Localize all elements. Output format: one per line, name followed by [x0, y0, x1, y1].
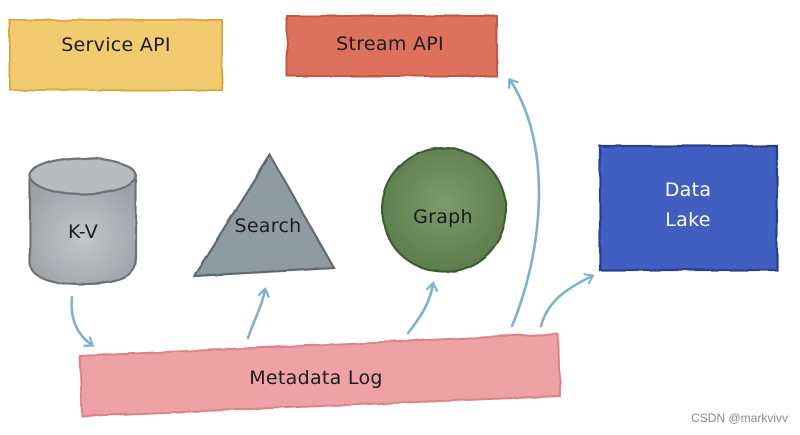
kv-body: [28, 178, 138, 286]
data-lake-label-line1: Data: [665, 179, 712, 201]
stream-api-box: Stream API: [286, 15, 498, 77]
arrow-log-to-stream-api: [510, 80, 541, 328]
search-triangle: [191, 152, 336, 278]
stream-api-shape: [286, 15, 498, 77]
metadata-log-shape: [78, 332, 562, 418]
graph-shape: [380, 146, 508, 274]
data-lake-box: [598, 144, 779, 272]
arrow-log-to-data-lake: [539, 276, 592, 328]
kv-label: K-V: [68, 221, 98, 243]
metadata-log-box: [78, 332, 562, 418]
service-api-label: Service API: [61, 34, 171, 56]
service-api-box: Service API: [9, 19, 223, 91]
stream-api-label: Stream API: [336, 33, 444, 55]
arrow-kv-to-log: [70, 295, 92, 345]
search-label: Search: [234, 215, 301, 237]
metadata-log-label: Metadata Log: [249, 367, 383, 389]
arrow-log-to-graph: [406, 284, 433, 335]
graph-label: Graph: [413, 206, 473, 228]
arrow-log-to-search: [246, 290, 265, 340]
graph-circle: [380, 146, 508, 274]
kv-cylinder: [28, 156, 138, 286]
kv-top: [28, 156, 138, 196]
data-lake-label-line2: Lake: [665, 209, 710, 231]
service-api-shape: [9, 19, 223, 91]
arrows: [70, 80, 592, 345]
watermark: CSDN @markvivv: [691, 411, 788, 425]
search-shape: [191, 152, 336, 278]
data-lake-shape: [598, 144, 779, 272]
